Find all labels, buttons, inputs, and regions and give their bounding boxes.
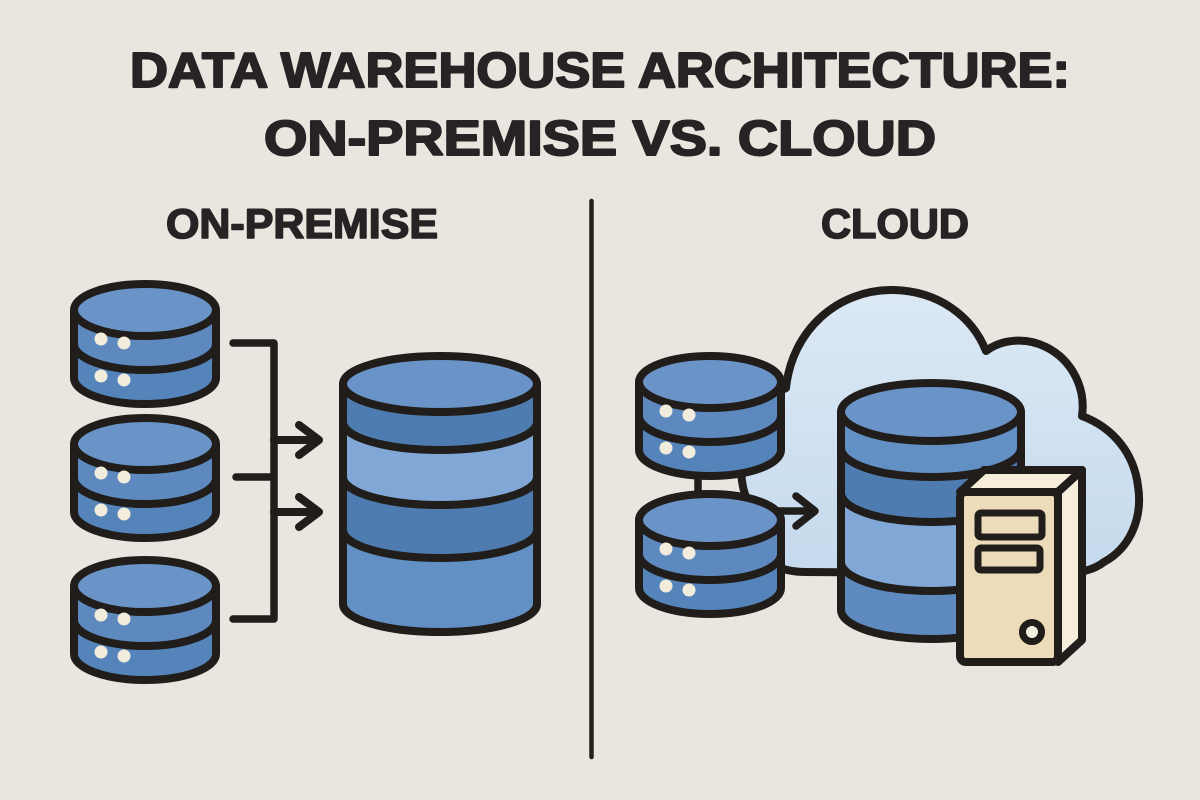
- database-icon-cloud-2: [639, 494, 781, 614]
- server-tower-icon: [956, 466, 1086, 666]
- server-slot-2: [974, 544, 1044, 574]
- server-slot-1: [974, 509, 1046, 541]
- database-icon-cloud-1: [639, 356, 781, 476]
- server-power-button: [1019, 619, 1045, 645]
- page-title-line1: DATA WAREHOUSE ARCHITECTURE:: [130, 44, 1070, 98]
- warehouse-database-icon-onprem: [339, 352, 541, 636]
- page-title-line2: ON-PREMISE VS. CLOUD: [264, 112, 936, 166]
- arrow-icon-onprem-1: [270, 421, 323, 459]
- arrow-icon-cloud: [775, 492, 819, 530]
- database-icon-onprem-1: [74, 284, 216, 404]
- arrow-icon-onprem-2: [270, 493, 323, 531]
- section-label-on-premise: ON-PREMISE: [166, 200, 438, 247]
- section-label-cloud: CLOUD: [821, 200, 969, 247]
- text-layer: DATA WAREHOUSE ARCHITECTURE: ON-PREMISE …: [129, 43, 1071, 248]
- database-icon-onprem-3: [74, 560, 216, 680]
- diagram: [74, 198, 1143, 760]
- bracket-connector: [229, 339, 278, 623]
- database-icon-onprem-2: [74, 418, 216, 538]
